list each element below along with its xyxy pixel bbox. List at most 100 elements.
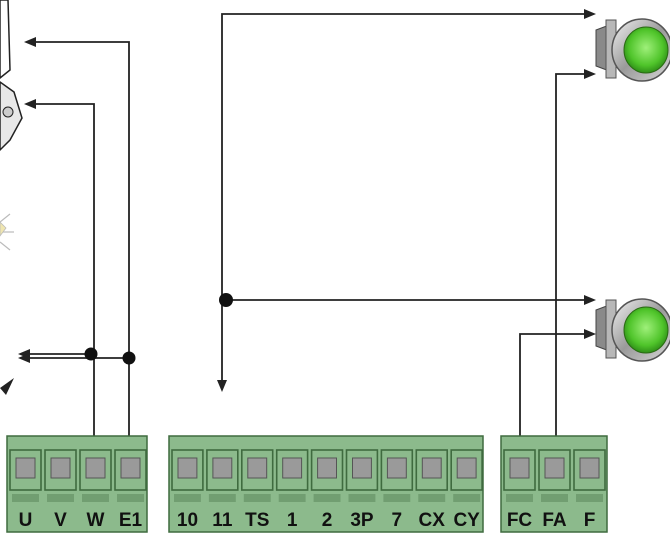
junction-e1 [122, 351, 136, 365]
terminal-slot [79, 449, 112, 491]
terminal-slot [241, 449, 274, 491]
terminal-cy: CY [450, 449, 483, 531]
terminal-label: U [19, 510, 33, 531]
terminal-slot [275, 449, 309, 491]
terminal-label: 2 [322, 510, 333, 531]
terminal-f: F [573, 449, 606, 531]
junction-w [84, 347, 98, 361]
junction-common [219, 293, 233, 307]
terminal-label: V [54, 510, 67, 531]
terminal-groove [278, 494, 306, 502]
terminal-screw [212, 457, 233, 479]
terminal-screw [317, 457, 338, 479]
terminal-groove [12, 494, 39, 502]
terminal-v: V [44, 449, 77, 531]
terminal-slot [206, 449, 239, 491]
terminal-screw [282, 457, 303, 479]
terminal-groove [47, 494, 74, 502]
terminal-label: W [87, 510, 105, 531]
arrowhead-lamp-top-common [584, 9, 596, 19]
terminal-groove [418, 494, 446, 502]
wires [18, 9, 596, 462]
arrowhead-lamp-bottom-common [584, 295, 596, 305]
terminal-screw [85, 457, 106, 479]
terminal-label: CX [419, 510, 446, 531]
terminal-block-limit: FC FA F [500, 435, 608, 533]
terminal-label: TS [245, 510, 269, 531]
terminal-2: 2 [310, 449, 344, 531]
terminal-groove [82, 494, 109, 502]
terminal-label: F [584, 510, 596, 531]
wire-common [221, 13, 590, 385]
wire-fc [519, 333, 590, 455]
terminal-screw [579, 457, 600, 479]
terminal-label: CY [453, 510, 480, 531]
block-control-body [168, 435, 484, 533]
terminal-groove [174, 494, 201, 502]
terminal-groove [576, 494, 603, 502]
terminal-screw [544, 457, 565, 479]
terminal-7: 7 [380, 449, 414, 531]
terminal-label: FC [507, 510, 533, 531]
terminal-label: 11 [212, 510, 233, 531]
terminal-slot [450, 449, 483, 491]
terminal-groove [453, 494, 481, 502]
terminal-label: 3P [350, 510, 374, 531]
terminal-groove [208, 494, 236, 502]
flashing-light-icon [0, 213, 14, 251]
terminal-slot [573, 449, 606, 491]
terminal-groove [313, 494, 341, 502]
terminal-label: 10 [177, 510, 198, 531]
terminal-cx: CX [415, 449, 448, 531]
terminal-fa: FA [538, 449, 571, 531]
terminal-3p: 3P [345, 449, 379, 531]
terminal-slot [538, 449, 571, 491]
terminal-screw [386, 457, 407, 479]
terminal-screw [120, 457, 141, 479]
lamp-top [595, 18, 670, 82]
terminal-screw [15, 457, 36, 479]
terminal-e1: E1 [114, 449, 147, 531]
terminal-groove [383, 494, 411, 502]
terminal-w: W [79, 449, 112, 531]
arrowhead-w [24, 99, 36, 109]
terminal-label: 1 [287, 510, 298, 531]
terminal-11: 11 [206, 449, 239, 531]
arrowhead-terminal-10 [217, 380, 227, 392]
terminal-screw [421, 457, 442, 479]
terminal-screw [50, 457, 71, 479]
antenna-icon [0, 378, 14, 395]
gearmotor-icon [0, 0, 23, 152]
lamp-bottom [595, 298, 670, 362]
wire-fa [555, 73, 590, 455]
terminal-label: FA [542, 510, 567, 531]
terminal-screw [509, 457, 530, 479]
terminal-slot [380, 449, 414, 491]
wire-e1 [30, 41, 130, 455]
terminal-screw [352, 457, 372, 479]
terminal-screw [456, 457, 477, 479]
terminal-screw [177, 457, 198, 479]
terminal-slot [171, 449, 204, 491]
terminal-groove [541, 494, 568, 502]
terminal-slot [310, 449, 344, 491]
terminal-slot [503, 449, 536, 491]
terminal-slot [345, 449, 379, 491]
terminal-slot [9, 449, 42, 491]
terminal-groove [243, 494, 271, 502]
terminal-slot [114, 449, 147, 491]
terminal-groove [348, 494, 376, 502]
arrowhead-e1 [24, 37, 36, 47]
wire-w [30, 103, 95, 455]
terminal-10: 10 [171, 449, 204, 531]
terminal-1: 1 [275, 449, 309, 531]
terminal-slot [415, 449, 448, 491]
terminal-ts: TS [241, 449, 274, 531]
arrowhead-lamp-bottom-fc [584, 329, 596, 339]
arrowhead-branch-e1 [18, 353, 30, 363]
terminal-fc: FC [503, 449, 536, 531]
